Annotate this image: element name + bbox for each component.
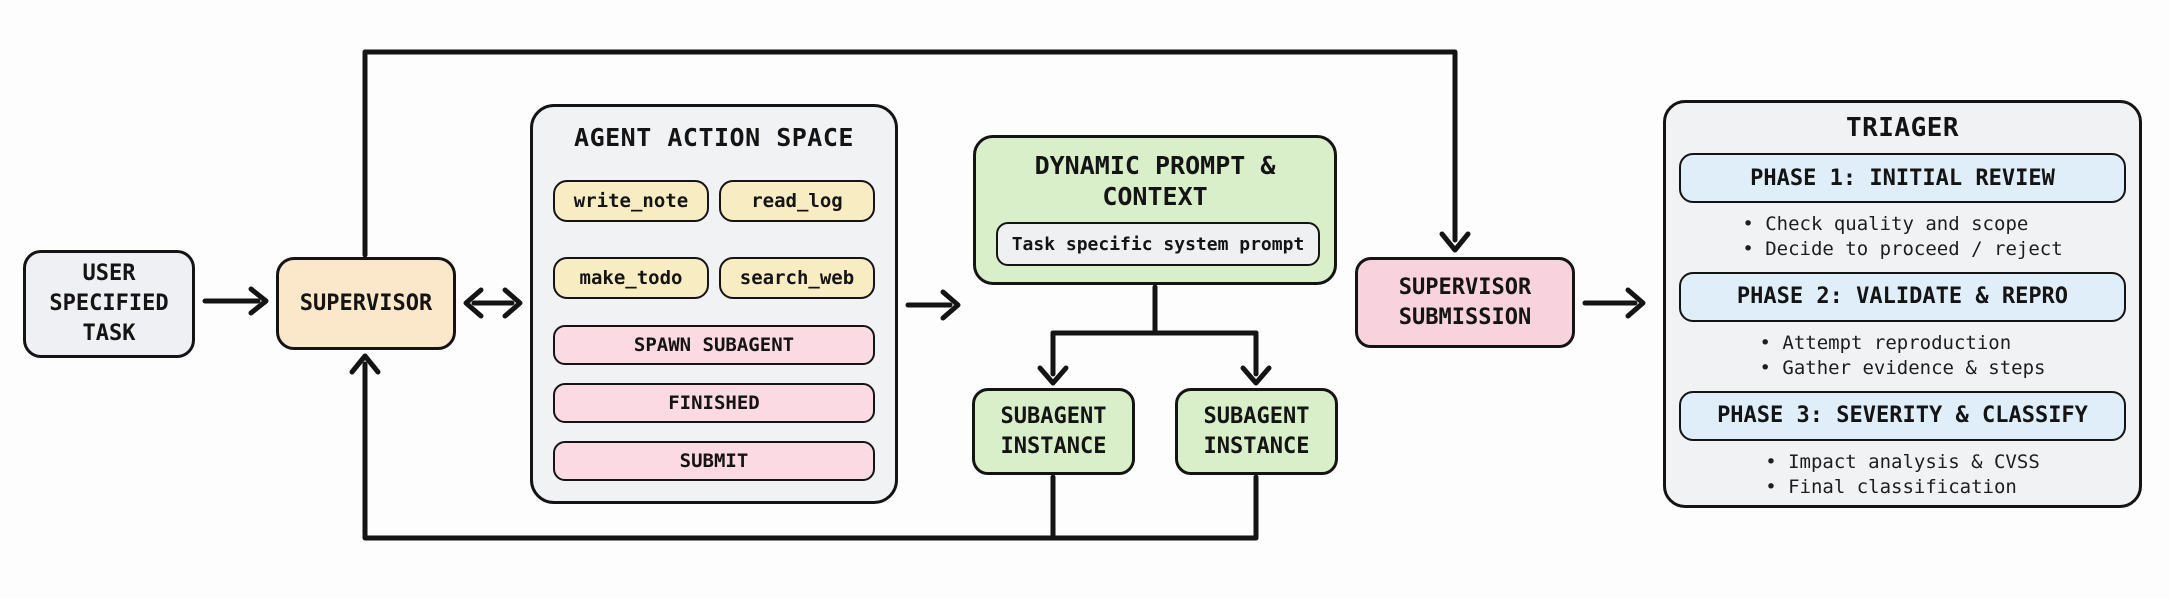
supervisor-label: SUPERVISOR xyxy=(299,290,433,316)
triager-node: TRIAGER PHASE 1: INITIAL REVIEW • Check … xyxy=(1663,100,2142,508)
tool-pill-search-web: search_web xyxy=(719,257,875,299)
control-pill-spawn-subagent: SPAWN SUBAGENT xyxy=(553,325,875,365)
supervisor-submission-node: SUPERVISOR SUBMISSION xyxy=(1355,257,1575,348)
branch-prompt-to-subagents xyxy=(1050,284,1259,336)
supervisor-submission-label: SUPERVISOR SUBMISSION xyxy=(1398,274,1532,330)
subagent-instance-node-left: SUBAGENT INSTANCE xyxy=(972,388,1135,475)
phase-1-pill: PHASE 1: INITIAL REVIEW xyxy=(1679,153,2126,203)
phase-1-bullets: • Check quality and scope • Decide to pr… xyxy=(1742,212,2062,263)
dynamic-prompt-title: DYNAMIC PROMPT & CONTEXT xyxy=(1034,151,1276,211)
system-prompt-pill: Task specific system prompt xyxy=(996,222,1320,266)
phase-2-pill: PHASE 2: VALIDATE & REPRO xyxy=(1679,271,2126,322)
dynamic-prompt-node: DYNAMIC PROMPT & CONTEXT Task specific s… xyxy=(973,135,1337,285)
supervisor-node: SUPERVISOR xyxy=(276,257,456,350)
action-space-title: AGENT ACTION SPACE xyxy=(574,123,854,152)
user-task-label: USER SPECIFIED TASK xyxy=(49,261,169,346)
bullet-item: • Check quality and scope xyxy=(1742,213,2029,235)
bullet-item: • Impact analysis & CVSS xyxy=(1765,450,2040,473)
action-space-node: AGENT ACTION SPACE write_note read_log m… xyxy=(530,104,898,504)
user-task-node: USER SPECIFIED TASK xyxy=(23,250,195,358)
triager-title: TRIAGER xyxy=(1845,113,1960,143)
bullet-item: • Gather evidence & steps xyxy=(1759,357,2046,380)
tool-pill-read-log: read_log xyxy=(719,180,875,222)
phase-3-pill: PHASE 3: SEVERITY & CLASSIFY xyxy=(1679,390,2126,441)
subagent-label: SUBAGENT INSTANCE xyxy=(1203,403,1310,459)
subagent-label: SUBAGENT INSTANCE xyxy=(1000,403,1107,459)
control-pill-submit: SUBMIT xyxy=(553,441,875,481)
phase-3-bullets: • Impact analysis & CVSS • Final classif… xyxy=(1765,450,2040,501)
tool-grid: write_note read_log make_todo search_web xyxy=(553,180,875,299)
phase-2-bullets: • Attempt reproduction • Gather evidence… xyxy=(1760,331,2046,382)
control-pill-finished: FINISHED xyxy=(553,383,875,423)
bullet-item: • Final classification xyxy=(1765,476,2017,499)
bullet-item: • Attempt reproduction xyxy=(1759,331,2012,354)
tool-pill-write-note: write_note xyxy=(553,180,709,222)
subagent-instance-node-right: SUBAGENT INSTANCE xyxy=(1175,388,1338,475)
tool-pill-make-todo: make_todo xyxy=(553,257,709,299)
bullet-item: • Decide to proceed / reject xyxy=(1742,238,2063,261)
